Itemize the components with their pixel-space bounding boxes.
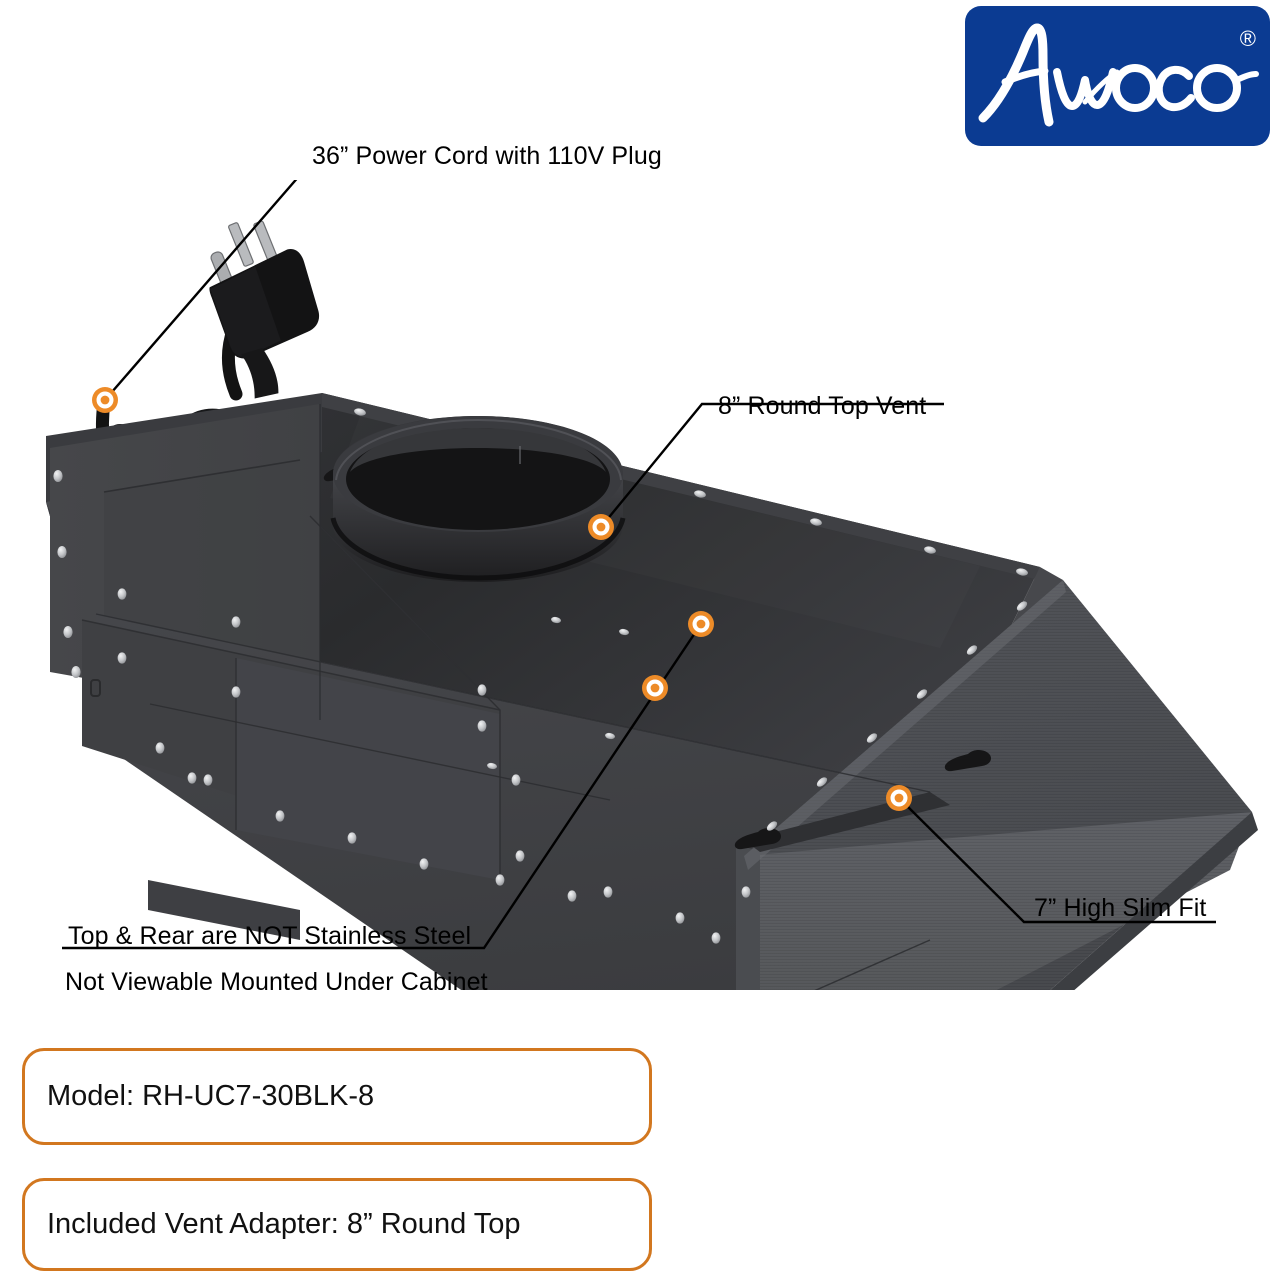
model-info-text: Model: RH-UC7-30BLK-8 (47, 1080, 375, 1112)
vent-adapter-info-text: Included Vent Adapter: 8” Round Top (47, 1208, 521, 1240)
power-plug (209, 220, 320, 399)
callout-label-slim-fit: 7” High Slim Fit (1034, 894, 1207, 922)
callout-leaders (62, 180, 1216, 950)
target-marker-icon (688, 611, 714, 637)
target-marker-icon (588, 514, 614, 540)
leader-not-stainless (62, 623, 702, 950)
registered-trademark-icon: ® (1239, 26, 1256, 51)
leader-top-vent (600, 402, 944, 528)
callout-label-not-viewable: Not Viewable Mounted Under Cabinet (65, 968, 488, 996)
screw-head (53, 408, 1028, 944)
vent-adapter-info-box: Included Vent Adapter: 8” Round Top (22, 1178, 652, 1271)
awoco-logo-mark (965, 6, 1270, 146)
model-info-box: Model: RH-UC7-30BLK-8 (22, 1048, 652, 1145)
target-marker-icon (886, 785, 912, 811)
target-marker-icon (92, 387, 118, 413)
callout-label-power-cord: 36” Power Cord with 110V Plug (312, 142, 662, 170)
callout-label-top-vent: 8” Round Top Vent (718, 392, 927, 420)
range-hood-illustration (46, 180, 1258, 990)
callout-markers (92, 387, 912, 811)
callout-label-not-stainless-steel: Top & Rear are NOT Stainless Steel (68, 922, 472, 950)
leader-power-cord (104, 180, 298, 401)
latch-icon (90, 679, 101, 697)
leader-slim-fit (898, 797, 1216, 924)
keyhole-slot (944, 749, 992, 772)
keyhole-slot (734, 827, 782, 850)
target-marker-icon (642, 675, 668, 701)
range-hood-body (46, 393, 1258, 990)
brand-logo: ® (965, 6, 1270, 146)
round-vent-collar (330, 416, 626, 582)
